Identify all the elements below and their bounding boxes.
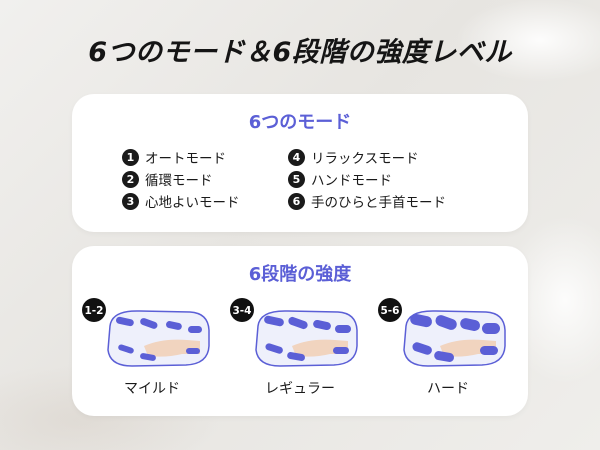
air-pad (186, 348, 200, 354)
mode-label: 手のひらと手首モード (311, 195, 446, 211)
hand-massager-illustration: 3-4 (230, 298, 358, 367)
mode-item: 5 ハンドモード (288, 168, 446, 190)
air-pad (165, 321, 182, 330)
air-pad (410, 313, 432, 328)
air-pad (140, 318, 158, 329)
mode-label: 心地よいモード (145, 195, 240, 211)
mode-item: 2 循環モード (122, 168, 240, 190)
mode-item: 3 心地よいモード (122, 190, 240, 212)
mode-label: ハンドモード (311, 173, 392, 189)
hand-massager-illustration: 5-6 (378, 298, 506, 367)
air-pad (482, 323, 500, 334)
air-pad (140, 353, 156, 361)
number-badge: 1 (122, 148, 139, 166)
levels-title: 6段階の強度 (248, 264, 352, 285)
level-mild: 1-2 マイルド (82, 296, 222, 406)
air-pad (287, 352, 306, 361)
levels-panel: 6段階の強度 1-2 マイルド (72, 246, 528, 416)
modes-column-left: 1 オートモード 2 循環モード 3 心地よいモード (122, 146, 240, 212)
air-pad (188, 326, 202, 333)
air-pad (313, 319, 331, 331)
number-badge: 6 (288, 192, 305, 210)
level-badge (82, 298, 106, 322)
air-pad (335, 325, 351, 333)
hand-shape (144, 339, 200, 357)
number-badge: 5 (288, 170, 305, 188)
hand-massager-illustration: 1-2 (82, 298, 210, 367)
level-regular: 3-4 レギュラー (230, 296, 370, 406)
level-badge (230, 298, 254, 322)
headline: 6つのモード＆6段階の強度レベル (88, 37, 512, 68)
air-pad (264, 315, 284, 327)
level-badge-text: 1-2 (85, 305, 104, 317)
modes-title: 6つのモード (248, 112, 352, 133)
level-label: レギュラー (265, 381, 335, 397)
air-pad (288, 316, 308, 330)
air-pad (480, 346, 498, 355)
air-pad (116, 316, 134, 327)
number-badge: 2 (122, 170, 139, 188)
modes-column-right: 4 リラックスモード 5 ハンドモード 6 手のひらと手首モード (288, 146, 446, 212)
level-badge (378, 298, 402, 322)
air-pad (412, 342, 432, 355)
mode-label: オートモード (145, 151, 226, 167)
level-badge-text: 5-6 (381, 305, 400, 317)
air-pad (333, 347, 349, 354)
level-badge-text: 3-4 (233, 305, 252, 317)
air-pad (435, 315, 457, 330)
level-label: ハード (427, 381, 469, 397)
level-hard: 5-6 ハード (378, 296, 518, 406)
level-label: マイルド (124, 381, 180, 397)
air-pad (118, 344, 134, 354)
air-pad (460, 318, 481, 331)
mode-item: 4 リラックスモード (288, 146, 446, 168)
mode-label: 循環モード (145, 173, 213, 189)
air-pad (434, 351, 455, 362)
mode-item: 6 手のひらと手首モード (288, 190, 446, 212)
number-badge: 3 (122, 192, 139, 210)
number-badge: 4 (288, 148, 305, 166)
air-pad (265, 343, 283, 354)
modes-panel: 6つのモード 1 オートモード 2 循環モード 3 心地よいモード 4 リラック… (72, 94, 528, 232)
mode-item: 1 オートモード (122, 146, 240, 168)
mode-label: リラックスモード (311, 151, 419, 167)
